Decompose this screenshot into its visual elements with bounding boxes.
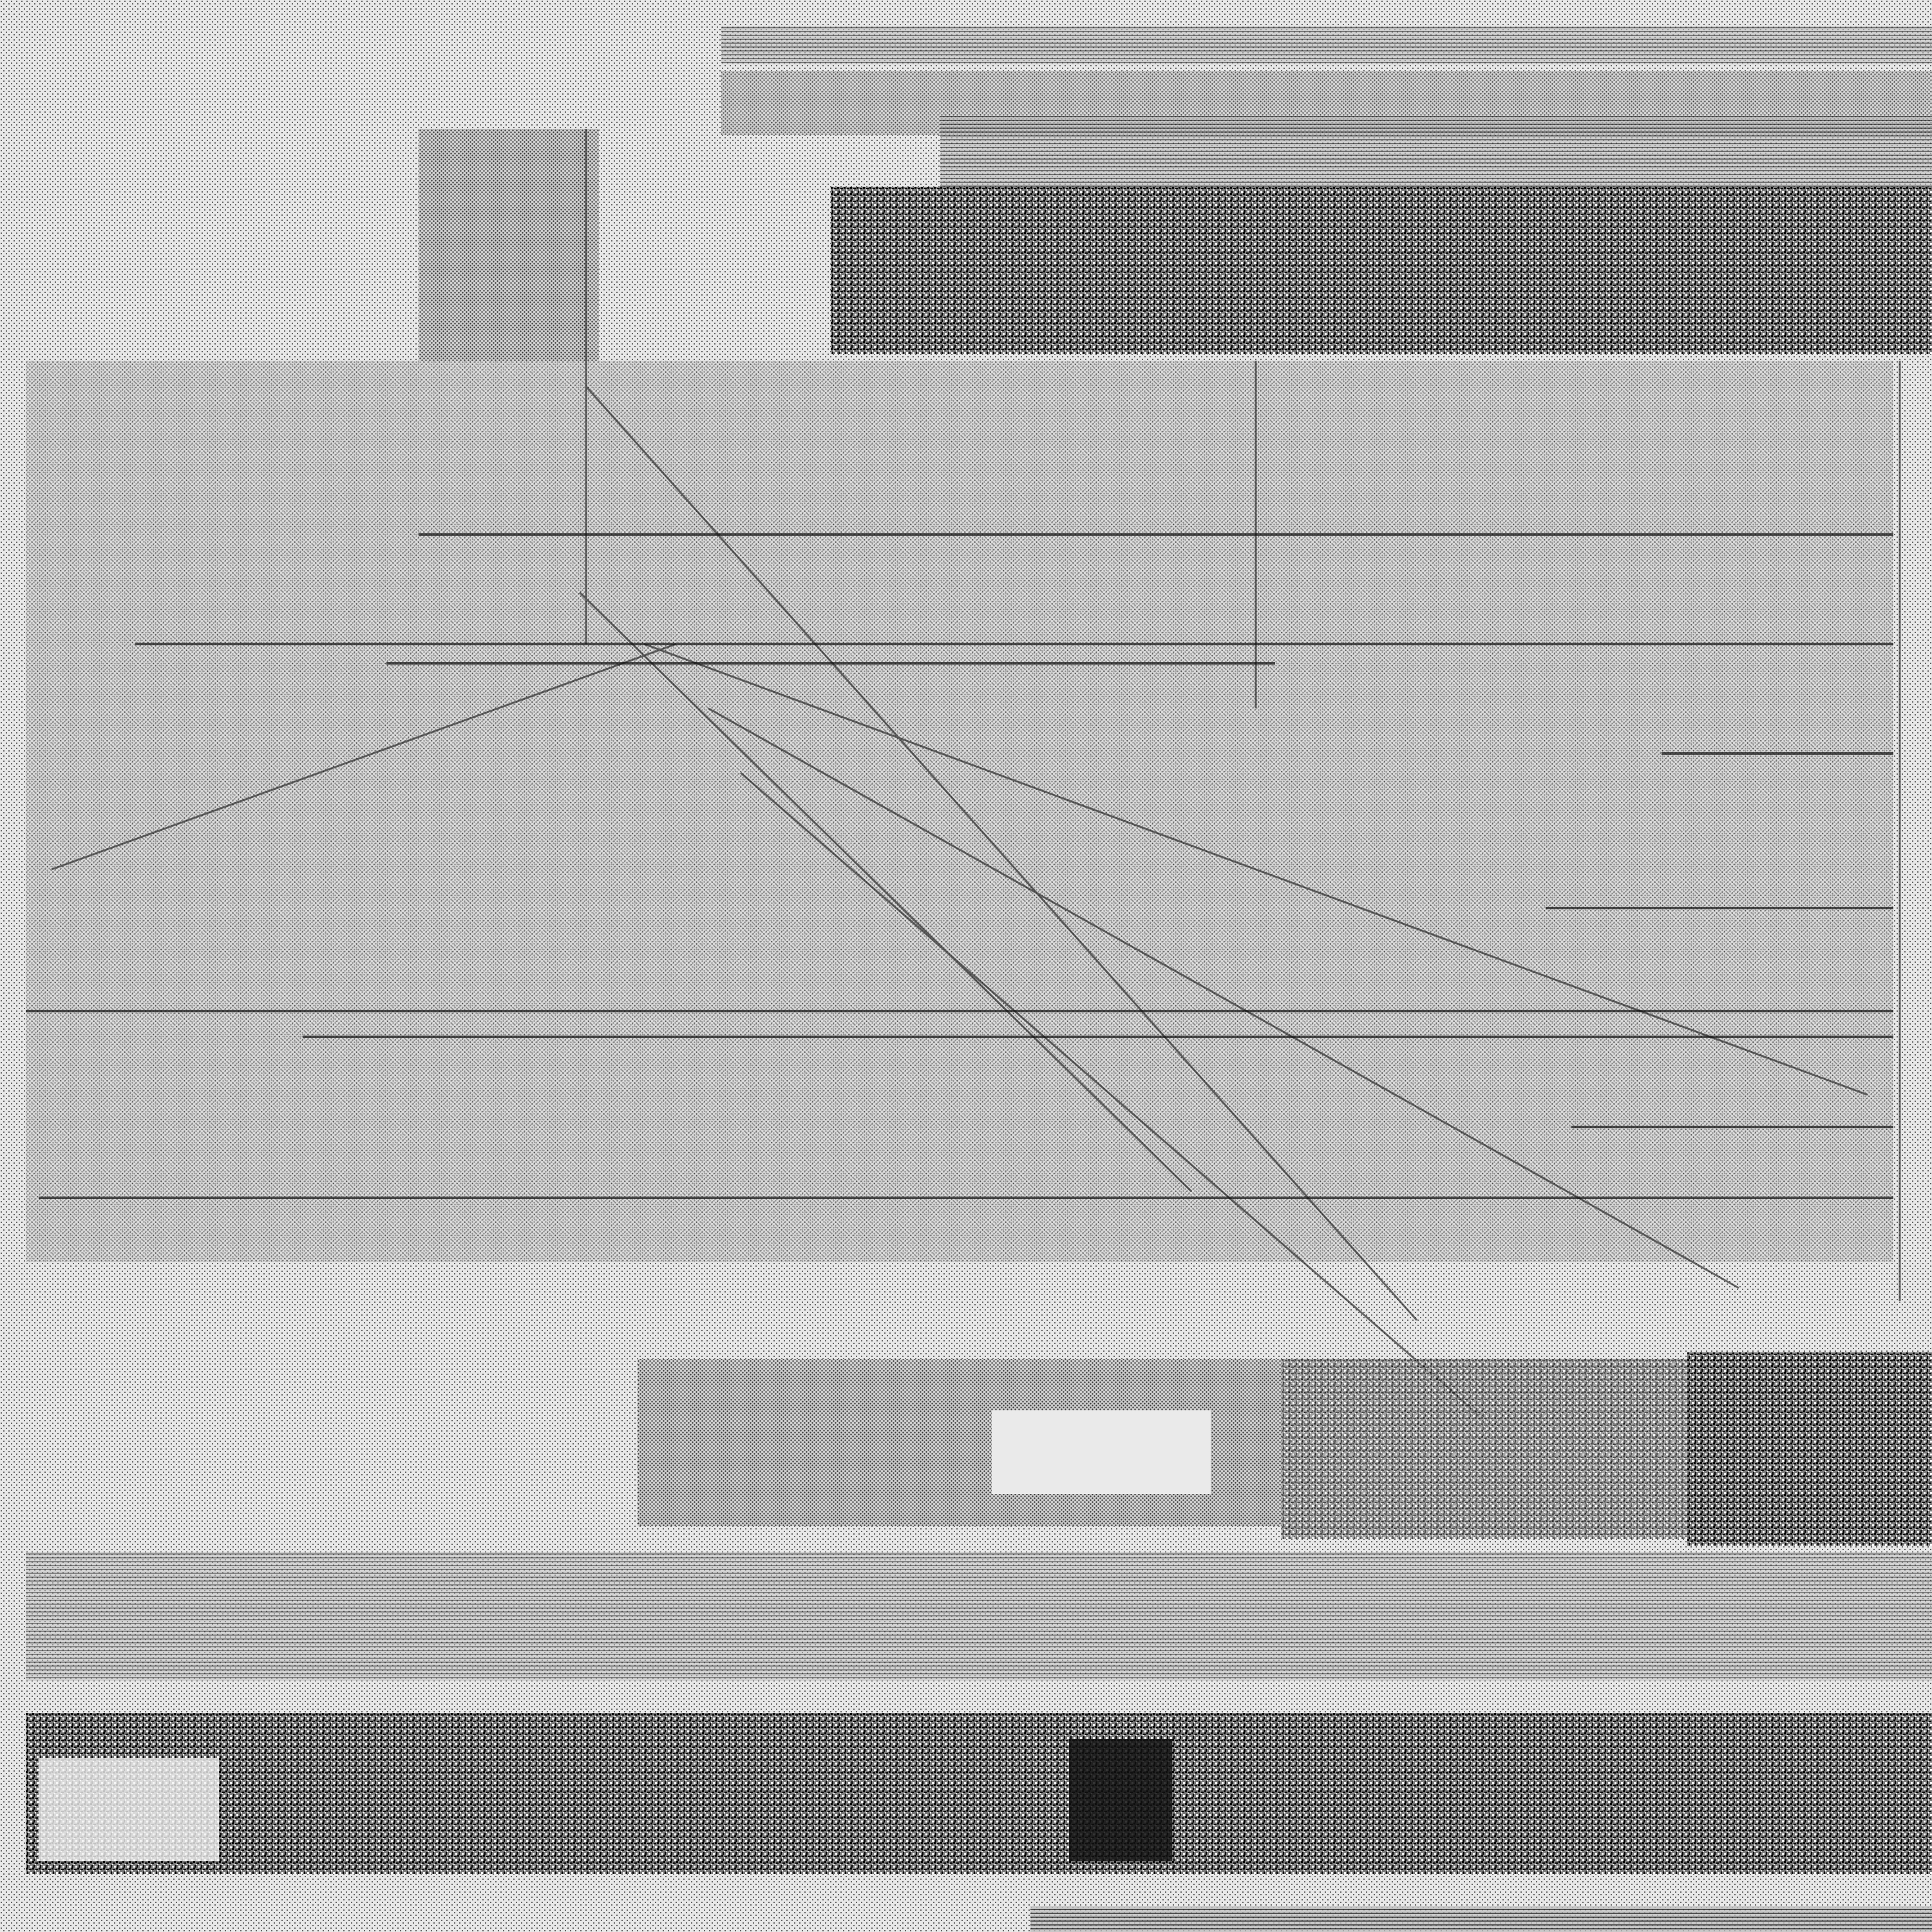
halftone-render <box>0 0 1932 1932</box>
dithered-image <box>0 0 1932 1932</box>
